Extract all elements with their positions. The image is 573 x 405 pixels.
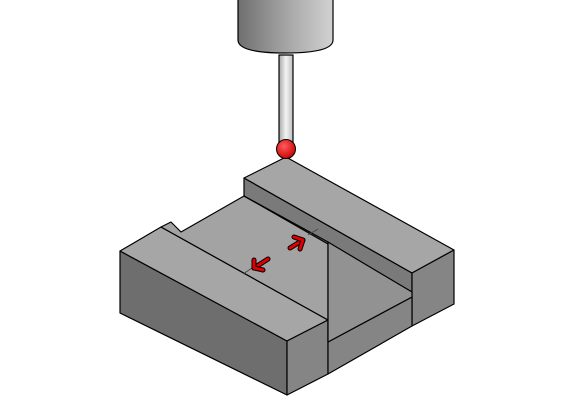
probe-body bbox=[237, 0, 334, 54]
arrow-toward-far-wall bbox=[287, 234, 306, 252]
probe-ruby-tip-icon bbox=[276, 139, 296, 159]
slot-back-edge bbox=[243, 195, 329, 243]
probe bbox=[237, 0, 334, 159]
arrow-toward-near-wall bbox=[251, 256, 271, 273]
measure-guide-far-wall bbox=[307, 228, 319, 236]
slot-wall-end bbox=[327, 241, 413, 343]
measure-guide-near-wall bbox=[242, 267, 253, 275]
probe-stylus bbox=[278, 54, 294, 146]
measure-arrows bbox=[242, 228, 319, 275]
workpiece bbox=[119, 156, 455, 396]
